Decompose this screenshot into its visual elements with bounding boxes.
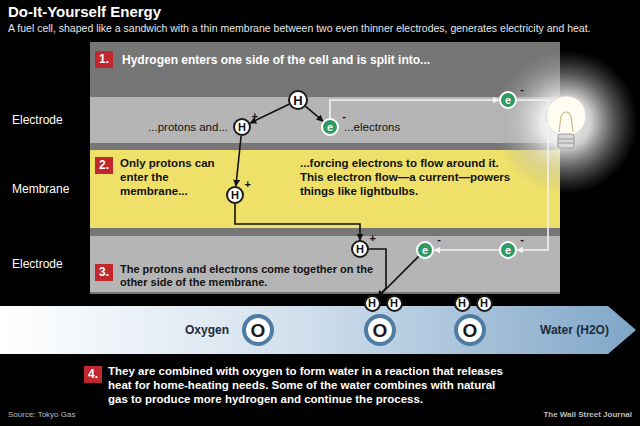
band-fill [90, 97, 560, 143]
oxygen-atom: O [454, 314, 486, 346]
electron-particle: e- [321, 118, 339, 136]
particle-symbol: e [422, 245, 428, 256]
layer-heading: Electrode [12, 257, 63, 271]
layer-heading: Membrane [12, 182, 69, 196]
atom-symbol: O [463, 321, 478, 340]
particle-symbol: H [293, 94, 302, 107]
particle-caption: ...electrons [344, 120, 400, 134]
step-text: ...forcing electrons to flow around it. … [300, 156, 525, 198]
layer-heading: Electrode [12, 113, 63, 127]
band-fills [90, 97, 560, 292]
electron-particle: e- [499, 91, 517, 109]
oxygen-atom: O [364, 314, 396, 346]
atom-symbol: O [373, 321, 388, 340]
charge-sign: + [252, 111, 258, 122]
particle-symbol: H [390, 298, 398, 309]
particle-symbol: H [368, 298, 376, 309]
step-text: The protons and electrons come together … [120, 263, 375, 290]
publisher-note: The Wall Street Journal [543, 410, 632, 420]
layer-band: ElectrodeHH+e- [90, 97, 560, 143]
diagram-caption: A fuel cell, shaped like a sandwich with… [8, 22, 632, 34]
charge-sign: - [437, 234, 441, 245]
callout-number: 1. [95, 51, 113, 68]
atom-symbol: O [251, 321, 266, 340]
charge-sign: + [245, 179, 251, 190]
particle-symbol: e [505, 95, 511, 106]
bulb-glow [494, 50, 638, 194]
hydrogen-particle: H [386, 295, 403, 312]
hydrogen-particle: H [364, 295, 381, 312]
step-text: Only protons can enter the membrane... [120, 156, 215, 198]
particle-caption: ...protons and... [128, 120, 228, 134]
particle-symbol: H [458, 298, 466, 309]
diagram-title: Do-It-Yourself Energy [8, 3, 161, 20]
callout-number: 4. [84, 366, 102, 383]
flow-label: Water (H2O) [540, 323, 609, 338]
charge-sign: - [342, 111, 346, 122]
bulb-thread [558, 143, 574, 144]
particle-path-arrow [250, 104, 289, 123]
electron-particle: e- [499, 241, 517, 259]
band-fill [90, 150, 560, 228]
bulb-base [558, 134, 574, 148]
charge-sign: - [520, 234, 524, 245]
source-note: Source: Tokyo Gas [8, 410, 75, 420]
particle-symbol: H [356, 244, 364, 255]
oxygen-atom: O [242, 314, 274, 346]
particle-path-arrow [378, 256, 419, 297]
electron-current-line [517, 100, 548, 250]
water-flow-arrow [0, 306, 636, 354]
bulb-filament [559, 112, 573, 132]
band-fill [90, 236, 560, 292]
bulb-glass [546, 96, 586, 136]
hydrogen-particle: H [454, 295, 471, 312]
callout-number: 2. [95, 157, 113, 174]
hydrogen-particle: H+ [233, 118, 251, 136]
particle-symbol: e [327, 122, 333, 133]
hydrogen-particle: H [288, 90, 308, 110]
bulb-thread [558, 139, 574, 140]
particle-symbol: H [231, 190, 239, 201]
hydrogen-particle: H [476, 295, 493, 312]
electron-current-line [434, 249, 499, 251]
particle-symbol: H [238, 122, 246, 133]
flow-label: Oxygen [185, 323, 229, 338]
hydrogen-particle: H+ [351, 240, 369, 258]
charge-sign: + [370, 233, 376, 244]
particle-path-arrow [236, 136, 241, 186]
electron-particle: e- [416, 241, 434, 259]
charge-sign: - [520, 84, 524, 95]
callout-number: 3. [95, 264, 113, 281]
cell-panel [90, 42, 560, 294]
particle-symbol: e [505, 245, 511, 256]
particle-path-arrow [306, 106, 324, 121]
particle-path-arrow [235, 204, 360, 240]
step-text: They are combined with oxygen to form wa… [108, 364, 508, 406]
electron-current-line [330, 100, 499, 118]
hydrogen-particle: H+ [226, 186, 244, 204]
particle-symbol: H [480, 298, 488, 309]
step-text: Hydrogen enters one side of the cell and… [122, 53, 542, 68]
